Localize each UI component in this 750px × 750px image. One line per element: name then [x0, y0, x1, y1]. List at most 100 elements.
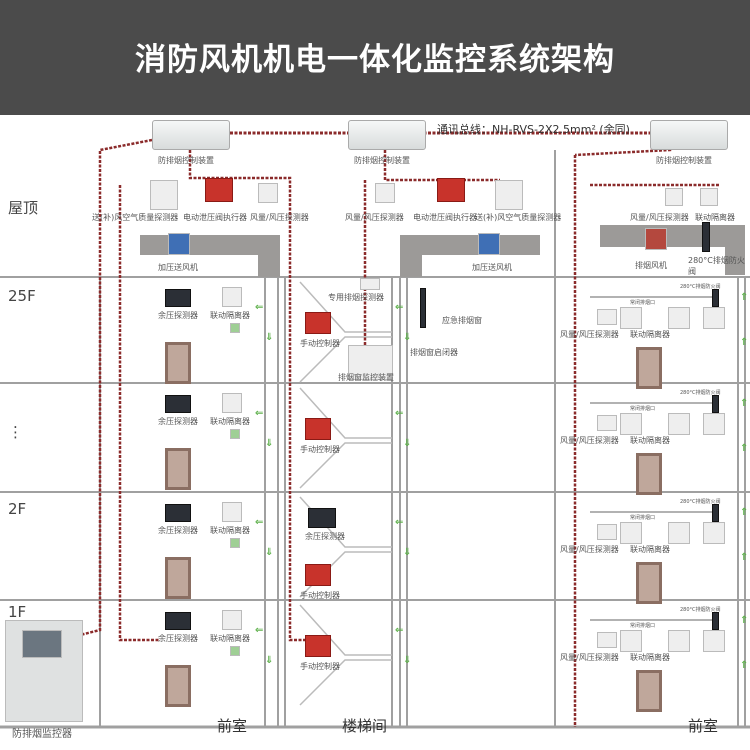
- airflow-arrow-icon: ⇐: [255, 302, 264, 313]
- device-label: 加压送风机: [472, 263, 512, 272]
- device-label: 常闭排烟口: [630, 623, 656, 629]
- device-label: 联动隔离器: [210, 417, 250, 426]
- airflow-arrow-icon: ⇐: [395, 408, 404, 419]
- floor-label: 1F: [8, 603, 27, 621]
- airflow-arrow-icon: ⇑: [740, 337, 749, 348]
- airflow-sensor: [665, 188, 683, 206]
- device-label: 防排烟控制装置: [656, 156, 712, 165]
- airflow-arrow-icon: ⇑: [740, 398, 749, 409]
- room-label-front: 前室: [688, 717, 719, 735]
- device-label: 280°C排烟防火阀: [688, 256, 745, 276]
- airflow-arrow-icon: ⇐: [255, 517, 264, 528]
- linkage-isolator: [703, 307, 725, 329]
- airflow-arrow-icon: ⇓: [265, 655, 274, 666]
- linkage-isolator: [668, 413, 690, 435]
- bus-label: 通讯总线：NH-RVS-2X2.5mm² (余同): [437, 123, 630, 136]
- pressurization-fan: [478, 233, 500, 255]
- device-label: 280°C排烟防火阀: [680, 607, 721, 613]
- air-quality-sensor: [150, 180, 178, 210]
- device-label: 手动控制器: [300, 339, 340, 348]
- linkage-isolator: [703, 522, 725, 544]
- elevator-door: [165, 557, 191, 599]
- airflow-arrow-icon: ⇓: [265, 332, 274, 343]
- air-duct: [725, 225, 745, 275]
- linkage-isolator: [620, 307, 642, 329]
- room-label-stair: 楼梯间: [342, 717, 388, 735]
- pressure-relief-actuator: [437, 178, 465, 202]
- manual-controller: [305, 564, 331, 586]
- airflow-arrow-icon: ⇑: [740, 507, 749, 518]
- device-label: 风量/风压探测器: [560, 436, 619, 445]
- device-label: 联动隔离器: [630, 330, 670, 339]
- device-label: 排烟窗监控装置: [338, 373, 394, 382]
- airflow-arrow-icon: ⇓: [265, 438, 274, 449]
- page-title: 消防风机机电一体化监控系统架构: [135, 42, 615, 78]
- airflow-arrow-icon: ⇐: [255, 408, 264, 419]
- floor-label: 25F: [8, 287, 36, 305]
- panel-label: 防排烟监控器: [12, 729, 72, 740]
- linkage-isolator: [222, 393, 242, 413]
- device-label: 280°C排烟防火阀: [680, 499, 721, 505]
- device-label: 送(补)风空气质量探测器: [92, 213, 179, 222]
- stair-flight: [299, 659, 392, 706]
- device-label: 风量/风压探测器: [345, 213, 404, 222]
- linkage-isolator: [620, 413, 642, 435]
- device-label: 联动隔离器: [695, 213, 735, 222]
- smoke-detector: [360, 278, 380, 290]
- device-label: 风量/风压探测器: [560, 545, 619, 554]
- airflow-sensor: [375, 183, 395, 203]
- device-label: 手动控制器: [300, 445, 340, 454]
- manual-controller: [305, 312, 331, 334]
- elevator-door: [165, 665, 191, 707]
- smoke-control-device: [650, 120, 728, 150]
- linkage-isolator: [222, 287, 242, 307]
- stair-flight: [299, 387, 392, 439]
- smoke-control-device: [152, 120, 230, 150]
- device-label: 专用排烟探测器: [328, 293, 384, 302]
- panel-screen: [22, 630, 62, 658]
- bus-line: [574, 140, 672, 157]
- device-label: 常闭排烟口: [630, 515, 656, 521]
- airflow-arrow-icon: ⇑: [740, 292, 749, 303]
- pressurization-fan: [168, 233, 190, 255]
- device-label: 280°C排烟防火阀: [680, 284, 721, 290]
- device-label: 常闭排烟口: [630, 406, 656, 412]
- device-label: 联动隔离器: [210, 634, 250, 643]
- device-label: 加压送风机: [158, 263, 198, 272]
- airflow-sensor: [597, 524, 617, 540]
- air-duct: [258, 235, 280, 277]
- device-label: 联动隔离器: [630, 545, 670, 554]
- device-label: 电动泄压阀执行器: [413, 213, 477, 222]
- device-label: 排烟窗启闭器: [410, 348, 458, 357]
- air-vent: [230, 646, 240, 656]
- room-label-front: 前室: [217, 717, 248, 735]
- residual-pressure-detector: [165, 504, 191, 522]
- airflow-sensor: [258, 183, 278, 203]
- residual-pressure-detector: [308, 508, 336, 528]
- linkage-isolator: [222, 610, 242, 630]
- device-label: 风量/风压探测器: [560, 330, 619, 339]
- device-label: 排烟风机: [635, 261, 667, 270]
- device-label: 手动控制器: [300, 662, 340, 671]
- device-label: 应急排烟窗: [442, 316, 482, 325]
- fire-damper: [712, 289, 719, 307]
- fire-damper: [702, 222, 710, 252]
- floor-label: 2F: [8, 500, 27, 518]
- linkage-isolator: [703, 413, 725, 435]
- fire-damper: [712, 504, 719, 522]
- device-label: 防排烟控制装置: [158, 156, 214, 165]
- air-vent: [230, 323, 240, 333]
- linkage-isolator: [668, 630, 690, 652]
- device-label: 风量/风压探测器: [630, 213, 689, 222]
- device-label: 联动隔离器: [630, 436, 670, 445]
- linkage-isolator: [700, 188, 718, 206]
- airflow-arrow-icon: ⇓: [403, 332, 412, 343]
- air-duct: [400, 235, 422, 277]
- air-duct: [400, 235, 540, 255]
- bus-line: [118, 185, 160, 642]
- linkage-isolator: [668, 522, 690, 544]
- exhaust-fan: [645, 228, 667, 250]
- device-label: 常闭排烟口: [630, 300, 656, 306]
- elevator-door: [165, 342, 191, 384]
- airflow-arrow-icon: ⇓: [403, 655, 412, 666]
